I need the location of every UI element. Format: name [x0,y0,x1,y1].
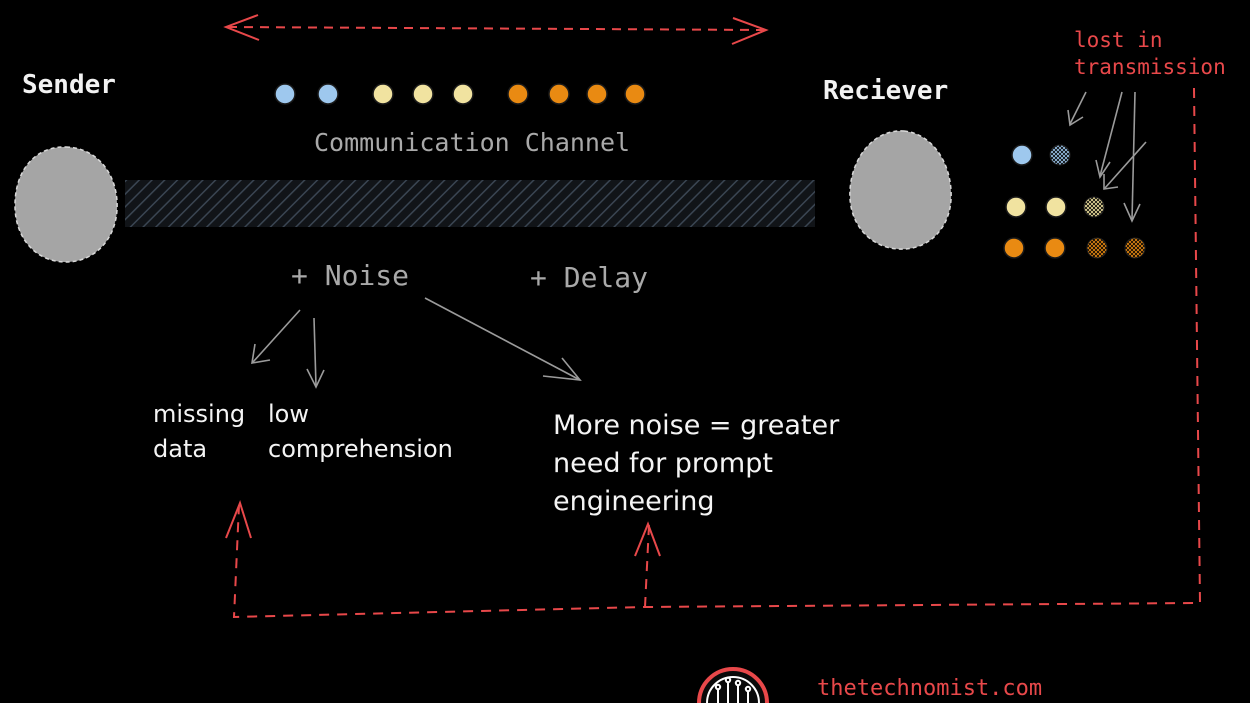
blue-message-dot [274,83,296,105]
noise-arrows [251,297,582,389]
feedback-loop-arrow [225,87,1202,619]
missing-data-label: missing data [153,400,246,463]
more-noise-note: More noise = greater need for prompt eng… [553,410,840,517]
brand-url[interactable]: thetechnomist.com [817,676,1043,701]
orange-message-dot [586,83,608,105]
orange-message-dot [507,83,529,105]
lost-orange-dot [1086,237,1108,259]
blue-message-dot [1011,144,1033,166]
receiver-head [849,130,952,250]
yellow-message-dot [412,83,434,105]
lost-orange-dot [1124,237,1146,259]
sent-message-dots [274,83,646,105]
orange-message-dot [624,83,646,105]
noise-label: + Noise [291,259,410,292]
delay-label: + Delay [530,261,649,294]
yellow-message-dot [1005,196,1027,218]
received-message-dots [1003,144,1146,259]
lost-yellow-dot [1083,196,1105,218]
yellow-message-dot [372,83,394,105]
lost-pointer-arrows [1067,91,1147,223]
orange-message-dot [1044,237,1066,259]
yellow-message-dot [452,83,474,105]
orange-message-dot [548,83,570,105]
channel-label: Communication Channel [314,128,631,157]
lost-in-transmission-label: lost in transmission [1074,28,1226,79]
sender-label: Sender [22,70,116,100]
blue-message-dot [317,83,339,105]
sender-head [14,146,118,263]
communication-channel-bar [125,180,815,227]
low-comprehension-label: low comprehension [268,400,453,463]
lost-blue-dot [1049,144,1071,166]
receiver-label: Reciever [823,76,949,106]
yellow-message-dot [1045,196,1067,218]
channel-span-arrow [223,14,769,45]
orange-message-dot [1003,237,1025,259]
circuit-brain-logo-icon [697,667,769,703]
